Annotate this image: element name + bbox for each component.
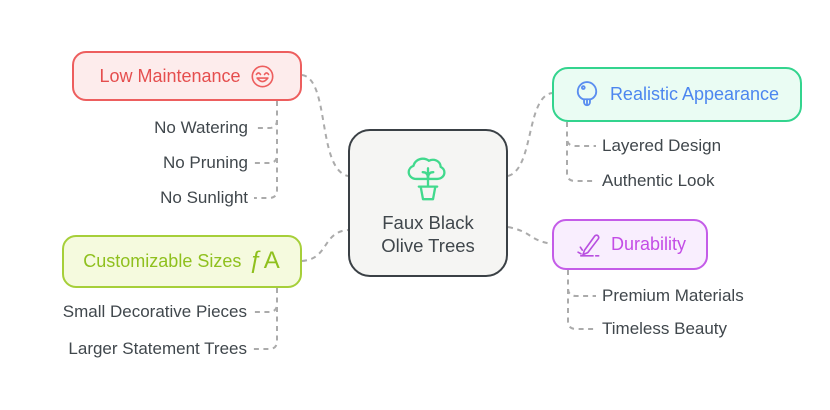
connector-center-to-durability [507,226,553,245]
child-larger-statement-trees[interactable]: Larger Statement Trees [68,339,247,358]
branch-durability-label: Durability [610,234,687,254]
potted-tree-icon [407,157,446,200]
branch-realistic-appearance[interactable]: Realistic Appearance [552,67,802,122]
center-title-line2: Olive Trees [381,234,475,256]
connector-customizable-to-center [301,229,349,262]
connector-center-to-realistic [507,92,553,177]
child-no-watering[interactable]: No Watering [154,118,248,137]
font-letters-icon: ƒA [249,246,281,274]
connector-durability-to-premium [567,270,596,297]
branch-customizable-sizes-label: Customizable Sizes [83,251,242,271]
mushroom-icon [576,80,598,106]
child-timeless-beauty[interactable]: Timeless Beauty [602,319,728,338]
center-node-title: Faux Black Olive Trees [381,211,475,257]
connector-realistic-to-layered [566,122,596,147]
connector-durability-to-timeless [567,270,596,330]
branch-low-maintenance[interactable]: Low Maintenance [72,51,302,101]
laughing-face-icon [251,64,274,88]
branch-customizable-sizes[interactable]: Customizable Sizes ƒA [62,235,302,288]
branch-durability[interactable]: Durability [552,219,708,270]
branch-realistic-appearance-label: Realistic Appearance [609,84,780,104]
child-small-decorative-pieces[interactable]: Small Decorative Pieces [62,302,247,321]
connector-low-to-no-pruning [254,101,278,164]
center-node[interactable]: Faux Black Olive Trees [348,129,508,277]
center-title-line1: Faux Black [382,211,474,233]
connector-realistic-to-authentic [566,122,596,182]
child-no-pruning[interactable]: No Pruning [162,153,248,172]
child-authentic-look[interactable]: Authentic Look [602,171,715,190]
pen-icon [577,234,600,257]
branch-low-maintenance-label: Low Maintenance [99,65,241,86]
child-no-sunlight[interactable]: No Sunlight [160,188,248,207]
connector-low-to-no-watering [254,101,278,129]
child-layered-design[interactable]: Layered Design [602,136,722,155]
connector-custom-to-small-pieces [251,288,278,313]
connector-custom-to-larger-trees [251,288,278,350]
child-premium-materials[interactable]: Premium Materials [602,286,744,305]
connector-low-maintenance-to-center [301,74,349,177]
connector-low-to-no-sunlight [254,101,278,199]
